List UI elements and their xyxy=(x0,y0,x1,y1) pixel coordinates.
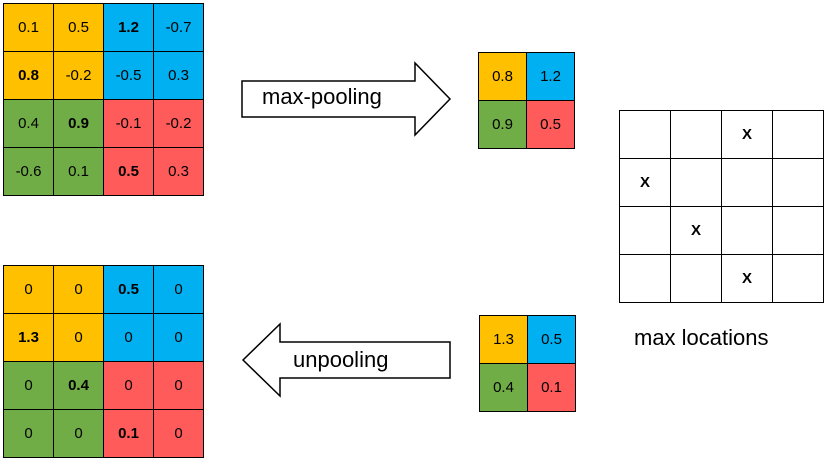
grid-cell: -0.7 xyxy=(154,4,204,52)
grid-cell: 0.5 xyxy=(527,101,575,149)
location-cell xyxy=(773,255,824,303)
grid-cell: 0 xyxy=(54,410,104,458)
location-cell xyxy=(773,111,824,159)
grid-cell: 0 xyxy=(54,314,104,362)
max-pooling-label: max-pooling xyxy=(262,84,382,109)
location-cell xyxy=(620,255,671,303)
location-cell xyxy=(722,159,773,207)
location-cell xyxy=(722,207,773,255)
location-cell xyxy=(671,159,722,207)
grid-cell: 0 xyxy=(154,362,204,410)
grid-cell: 0.1 xyxy=(104,410,154,458)
grid-cell: 0.4 xyxy=(480,364,528,412)
grid-cell: 0 xyxy=(154,266,204,314)
right-arrow-icon xyxy=(241,61,452,137)
location-cell xyxy=(620,207,671,255)
grid-cell: 0.5 xyxy=(528,316,576,364)
grid-cell: 0.5 xyxy=(104,148,154,196)
grid-cell: 0 xyxy=(104,314,154,362)
grid-cell: -0.2 xyxy=(54,52,104,100)
grid-cell: 1.3 xyxy=(480,316,528,364)
grid-cell: 0 xyxy=(4,410,54,458)
grid-cell: 0.1 xyxy=(54,148,104,196)
grid-cell: 0.8 xyxy=(4,52,54,100)
left-arrow-icon xyxy=(241,322,451,398)
grid-cell: 0.4 xyxy=(4,100,54,148)
location-cell xyxy=(671,255,722,303)
grid-cell: 0.3 xyxy=(154,148,204,196)
location-cell: X xyxy=(722,255,773,303)
grid-cell: 1.2 xyxy=(527,53,575,101)
grid-cell: 0.9 xyxy=(54,100,104,148)
grid-cell: -0.6 xyxy=(4,148,54,196)
grid-cell: 0 xyxy=(104,362,154,410)
grid-cell: 0 xyxy=(4,362,54,410)
grid-cell: -0.5 xyxy=(104,52,154,100)
unpooling-label: unpooling xyxy=(293,347,389,372)
location-cell xyxy=(671,111,722,159)
grid-cell: 0 xyxy=(154,314,204,362)
grid-cell: 0.4 xyxy=(54,362,104,410)
grid-cell: 1.3 xyxy=(4,314,54,362)
location-cell xyxy=(773,159,824,207)
grid-cell: 0.9 xyxy=(479,101,527,149)
grid-cell: 0 xyxy=(4,266,54,314)
grid-cell: 0.5 xyxy=(104,266,154,314)
location-cell: X xyxy=(671,207,722,255)
grid-cell: -0.2 xyxy=(154,100,204,148)
grid-cell: 0.1 xyxy=(4,4,54,52)
grid-cell: 0.8 xyxy=(479,53,527,101)
max-locations-label: max locations xyxy=(634,325,769,350)
location-cell xyxy=(773,207,824,255)
grid-cell: 0 xyxy=(54,266,104,314)
grid-cell: 0 xyxy=(154,410,204,458)
grid-cell: 0.5 xyxy=(54,4,104,52)
location-cell xyxy=(620,111,671,159)
grid-cell: 0.1 xyxy=(528,364,576,412)
grid-cell: 0.3 xyxy=(154,52,204,100)
location-cell: X xyxy=(620,159,671,207)
grid-cell: 1.2 xyxy=(104,4,154,52)
grid-cell: -0.1 xyxy=(104,100,154,148)
location-cell: X xyxy=(722,111,773,159)
